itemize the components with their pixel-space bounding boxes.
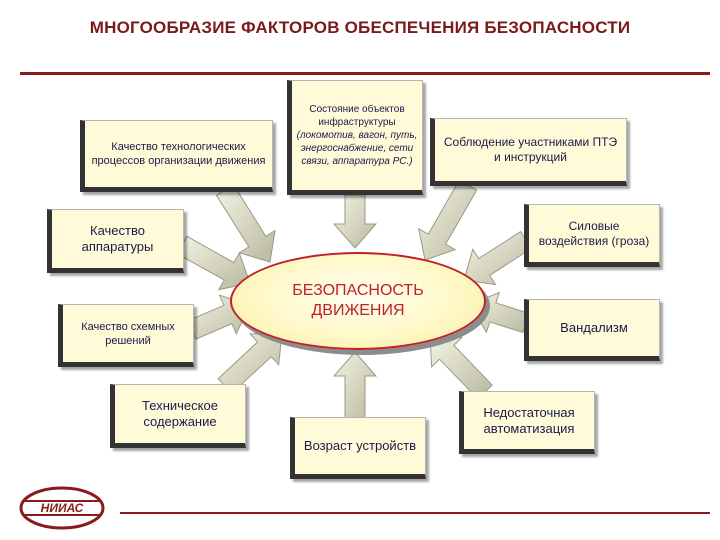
arrow-tech-process [215,184,276,263]
factor-infrastructure: Состояние объектов инфраструктуры (локом… [287,80,423,195]
factor-pte-compliance: Соблюдение участниками ПТЭ и инструкций [430,118,627,186]
infrastructure-detail: (локомотив, вагон, путь, энергоснабжение… [296,130,418,167]
factor-automation: Недостаточная автоматизация [459,391,595,454]
title-divider [20,72,710,75]
arrow-pte-compliance [417,179,478,261]
arrow-infrastructure [332,194,378,249]
logo-text: НИИАС [41,501,84,515]
factor-circuit-solutions: Качество схемных решений [58,304,194,367]
footer-divider [120,512,710,514]
arrow-automation [429,334,493,400]
center-label-line1: БЕЗОПАСНОСТЬ [292,282,424,299]
factor-maintenance: Техническое содержание [110,384,246,448]
niias-logo: НИИАС [19,486,105,530]
arrow-device-age [332,351,378,419]
safety-center-ellipse: БЕЗОПАСНОСТЬ ДВИЖЕНИЯ [230,252,486,350]
factor-equipment: Качество аппаратуры [47,209,184,273]
infrastructure-lead: Состояние объектов инфраструктуры [309,104,405,128]
center-label-line2: ДВИЖЕНИЯ [311,302,405,319]
factor-device-age: Возраст устройств [290,417,426,479]
arrow-equipment [176,235,251,291]
factor-force-impact: Силовые воздействия (гроза) [524,204,660,267]
factor-tech-process: Качество технологических процессов орган… [80,120,273,192]
factor-vandalism: Вандализм [524,299,660,361]
page-title: МНОГООБРАЗИЕ ФАКТОРОВ ОБЕСПЕЧЕНИЯ БЕЗОПА… [89,18,631,37]
arrow-force-impact [463,230,533,286]
